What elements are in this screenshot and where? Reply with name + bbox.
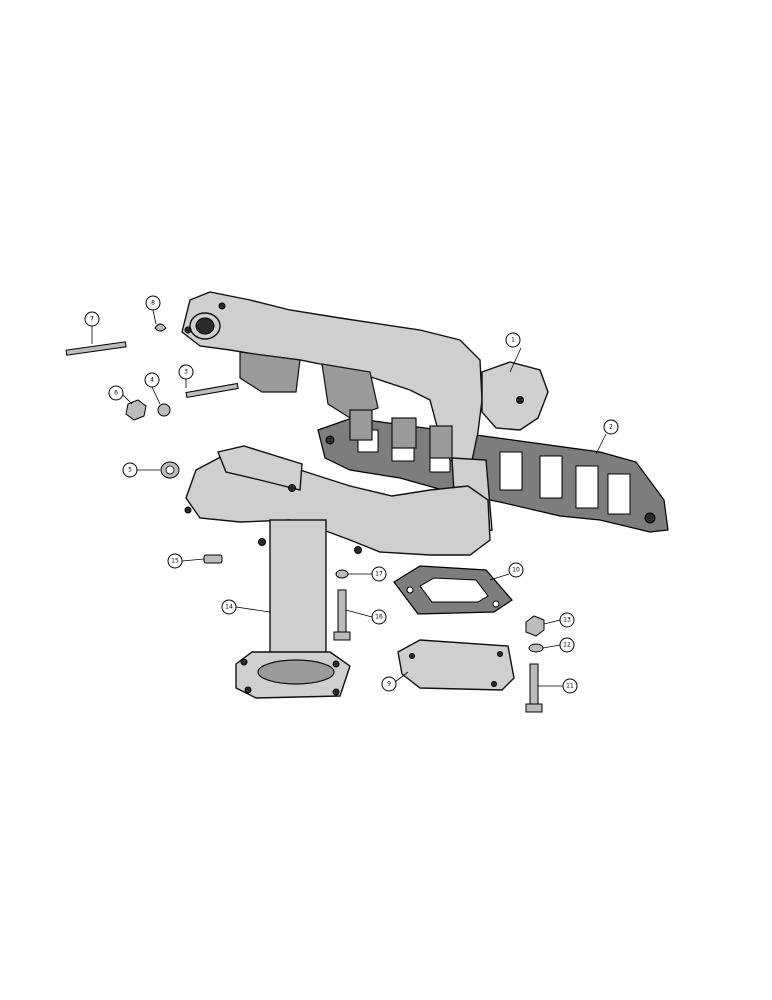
callout-label: 11 [566, 683, 574, 690]
callout-label: 1 [511, 337, 515, 344]
callout-label: 14 [225, 604, 233, 611]
callout-7: 7 [84, 311, 100, 327]
callout-4: 4 [144, 372, 160, 388]
callout-13: 13 [559, 612, 575, 628]
callout-label: 17 [375, 571, 383, 578]
callout-6: 6 [108, 385, 124, 401]
callouts: 1 2 3 4 5 6 7 8 [84, 295, 619, 694]
callout-label: 13 [563, 617, 571, 624]
callout-label: 8 [151, 300, 155, 307]
callout-label: 10 [512, 567, 520, 574]
callout-10: 10 [508, 562, 524, 578]
callout-label: 9 [387, 681, 391, 688]
callout-16: 16 [371, 609, 387, 625]
callout-15: 15 [167, 553, 183, 569]
callout-label: 5 [128, 467, 132, 474]
callout-label: 4 [150, 377, 154, 384]
callout-11: 11 [562, 678, 578, 694]
callout-label: 6 [114, 390, 118, 397]
callout-label: 15 [171, 558, 179, 565]
callout-12: 12 [559, 637, 575, 653]
callout-8: 8 [145, 295, 161, 311]
callout-3: 3 [178, 364, 194, 380]
callout-label: 12 [563, 642, 571, 649]
lower-manifold-casting [184, 445, 491, 699]
callout-9: 9 [381, 676, 397, 692]
callout-label: 16 [375, 614, 383, 621]
callout-label: 7 [90, 316, 94, 323]
callout-5: 5 [122, 462, 138, 478]
callout-label: 2 [609, 424, 613, 431]
leader-lines [91, 309, 607, 687]
callout-14: 14 [221, 599, 237, 615]
callout-label: 3 [184, 369, 188, 376]
flange-gasket [393, 565, 513, 615]
callout-2: 2 [603, 419, 619, 435]
callout-17: 17 [371, 566, 387, 582]
callout-1: 1 [505, 332, 521, 348]
cover-plate [397, 639, 515, 691]
